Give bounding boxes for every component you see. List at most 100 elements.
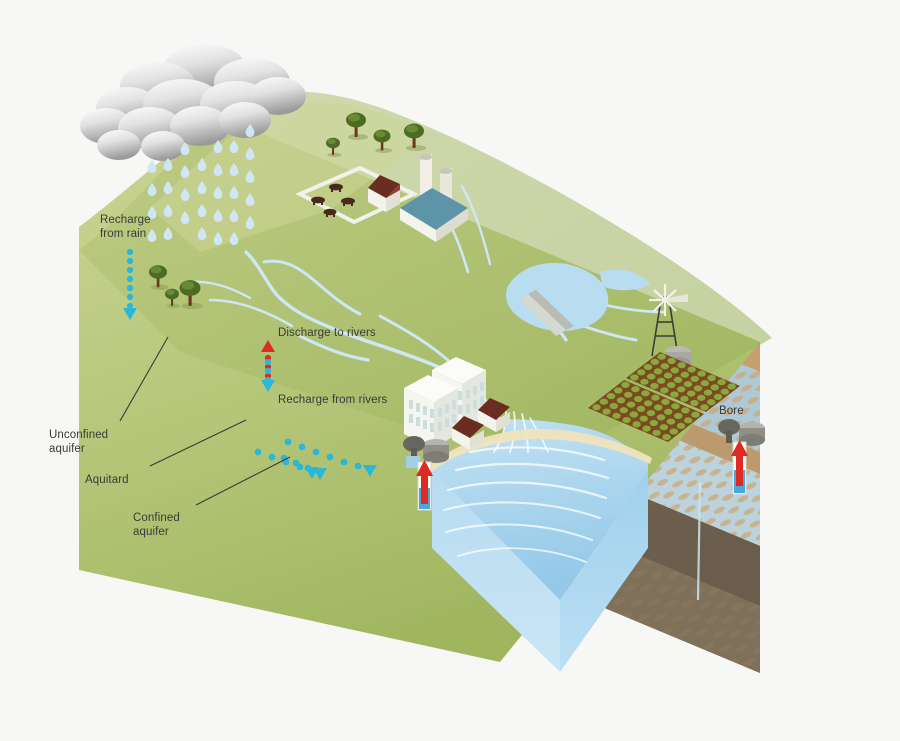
crop-plant <box>677 362 686 369</box>
raindrop <box>197 181 207 195</box>
town-bore-arrow-head <box>416 460 433 476</box>
crop-plant <box>612 412 621 419</box>
tree <box>179 280 203 309</box>
crop-plant <box>697 394 706 401</box>
crop-plant <box>656 414 666 421</box>
label-confined-aquifer: Confined aquifer <box>133 512 180 538</box>
crop-plant <box>650 382 659 390</box>
crop-plant <box>634 395 643 403</box>
crop-plant <box>599 398 608 405</box>
groundwater-flow-dot <box>284 438 292 446</box>
river-branch-e <box>378 314 452 364</box>
tree-shadow <box>348 134 368 140</box>
flow-dot <box>126 302 134 310</box>
farm-bore <box>718 419 765 495</box>
crop-plant <box>619 407 628 414</box>
rain-recharge-arrow <box>123 248 137 320</box>
crop-plant <box>661 398 670 405</box>
label-bore: Bore <box>719 405 744 417</box>
farm-bore-pump-neck <box>726 431 732 443</box>
crop-plant <box>680 371 689 378</box>
tree-trunk <box>156 275 160 288</box>
flow-arrowhead-up <box>261 340 275 352</box>
farm-bore-pump-head <box>718 419 740 435</box>
recharge-discharge-arrows <box>123 248 275 392</box>
crop-plant <box>592 404 601 411</box>
cattle-paddock <box>295 165 419 225</box>
estuary-front-right <box>560 470 648 672</box>
factory <box>400 154 468 242</box>
crop-plant <box>681 407 690 414</box>
town-bore <box>403 436 449 511</box>
farmhouse-roof <box>368 175 400 198</box>
crop-plant <box>727 383 736 390</box>
tree-shadow <box>181 302 203 309</box>
crop-plant <box>713 393 723 400</box>
crop-plant <box>657 377 666 384</box>
flow-dot <box>126 248 134 256</box>
groundwater-flow-dot <box>312 448 320 456</box>
crop-plant <box>659 424 668 431</box>
crop-plant <box>671 403 680 410</box>
crop-plant <box>717 379 726 386</box>
crop-plant <box>680 395 689 402</box>
farmhouse-wall-left <box>368 188 386 212</box>
crop-plant <box>667 357 676 365</box>
factory-wall-left <box>400 208 436 242</box>
flow-dot <box>126 257 134 265</box>
tree-canopy-highlight <box>375 130 386 138</box>
flow-dot <box>126 266 134 274</box>
tree <box>326 137 342 157</box>
crop-plant <box>674 412 683 420</box>
raindrop <box>180 165 190 178</box>
tree-shadow <box>166 303 181 308</box>
crop-plant <box>609 402 618 410</box>
label-leader-lines <box>119 336 291 506</box>
crop-plant <box>652 429 661 436</box>
tree <box>346 112 368 140</box>
raindrop <box>229 140 239 153</box>
crop-plant <box>644 400 653 407</box>
crop-plant <box>676 422 686 429</box>
town-bore-pump-box <box>406 456 420 468</box>
tree-shadow <box>150 284 169 290</box>
town-house-back <box>478 398 510 432</box>
river-upper-branches <box>244 250 338 332</box>
crop-plant <box>677 386 686 393</box>
tree-shadow <box>375 147 393 153</box>
tree <box>149 265 169 290</box>
farm-bore-arrow-head <box>731 440 748 456</box>
river-recharge-arrow <box>261 358 275 392</box>
crop-plant <box>637 369 646 376</box>
raindrop <box>229 163 239 177</box>
factory-wall-right <box>436 208 468 242</box>
reservoir-water <box>505 262 609 332</box>
raindrop <box>180 142 190 155</box>
windmill-vane <box>668 294 688 302</box>
label-discharge-to-rivers: Discharge to rivers <box>278 327 376 339</box>
raindrop <box>213 232 223 246</box>
dam-wall-face <box>520 294 566 336</box>
smokestack-tall-top <box>420 154 432 160</box>
tower-front-roof <box>404 375 458 402</box>
raindrop <box>213 163 223 177</box>
crop-fields <box>588 352 740 442</box>
crop-plant <box>639 415 648 422</box>
office-tower-front <box>404 375 458 448</box>
crop-plant <box>690 375 699 382</box>
town-bore-tank-base <box>423 451 449 463</box>
raindrop <box>245 147 255 160</box>
crop-plant <box>662 434 671 441</box>
groundwater-flow-arrowhead <box>313 468 327 480</box>
raindrop <box>245 124 255 137</box>
house-front-roof <box>452 416 484 438</box>
crop-plant <box>666 418 676 425</box>
crop-plant <box>630 374 639 381</box>
crop-plant <box>643 364 653 371</box>
river-branch-a <box>262 259 362 316</box>
tree-trunk <box>354 124 358 137</box>
groundwater-flow-arrowhead <box>363 465 377 477</box>
cattle <box>311 183 355 217</box>
crop-field-upper <box>626 352 740 412</box>
